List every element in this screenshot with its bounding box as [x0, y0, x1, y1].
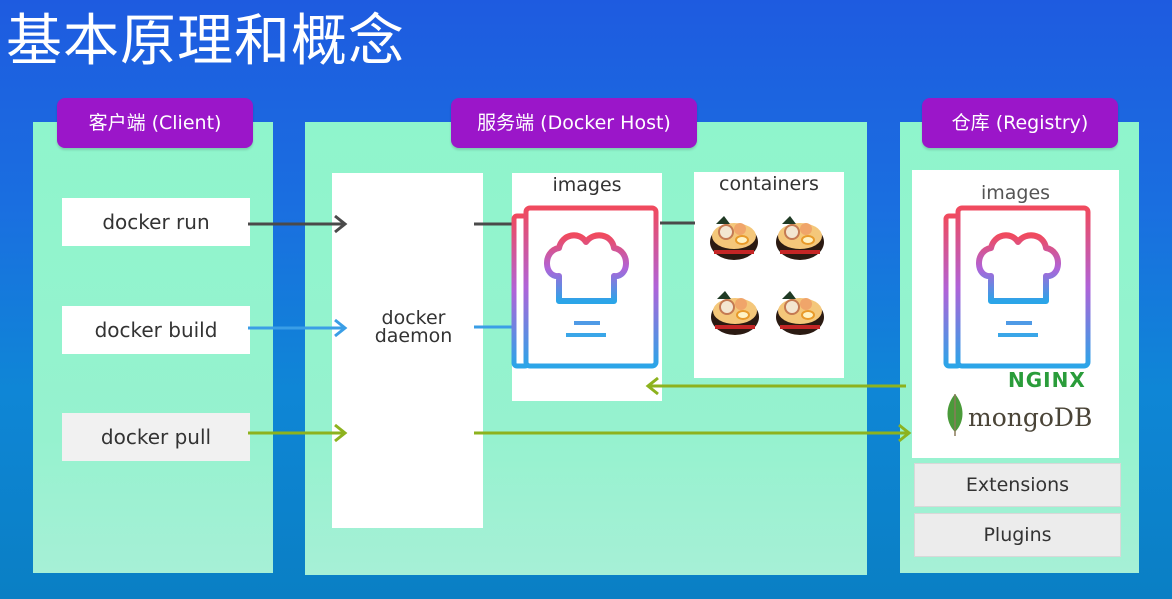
arrow-run	[248, 214, 695, 234]
nginx-logo-text: NGINX	[1008, 368, 1086, 392]
ramen-bowl-icon	[776, 291, 824, 335]
registry-badge: 仓库 (Registry)	[922, 98, 1118, 148]
host-badge: 服务端 (Docker Host)	[451, 98, 697, 148]
ramen-bowl-icon	[776, 216, 824, 260]
docker-daemon-box	[332, 173, 483, 528]
extensions-button[interactable]: Extensions	[914, 463, 1121, 507]
ramen-bowl-icon	[711, 291, 759, 335]
daemon-label-line1: docker	[381, 307, 446, 329]
mongodb-leaf-icon	[947, 394, 963, 436]
plugins-button[interactable]: Plugins	[914, 513, 1121, 557]
docker-run-command[interactable]: docker run	[62, 198, 250, 246]
host-images-label: images	[552, 174, 622, 196]
chef-hat-book-icon-registry	[943, 205, 1091, 369]
mongodb-logo-text: mongoDB	[968, 403, 1093, 432]
page-title: 基本原理和概念	[6, 9, 405, 74]
docker-build-command[interactable]: docker build	[62, 306, 250, 354]
arrow-pull	[248, 376, 912, 443]
arrow-build	[248, 318, 515, 338]
host-containers-label: containers	[719, 173, 819, 195]
docker-pull-command[interactable]: docker pull	[62, 413, 250, 461]
client-badge: 客户端 (Client)	[57, 98, 253, 148]
daemon-label-line2: daemon	[374, 325, 453, 347]
ramen-bowl-icon	[710, 216, 758, 260]
host-containers-box	[694, 172, 844, 378]
chef-hat-book-icon	[511, 205, 659, 369]
registry-images-label: images	[980, 182, 1051, 204]
